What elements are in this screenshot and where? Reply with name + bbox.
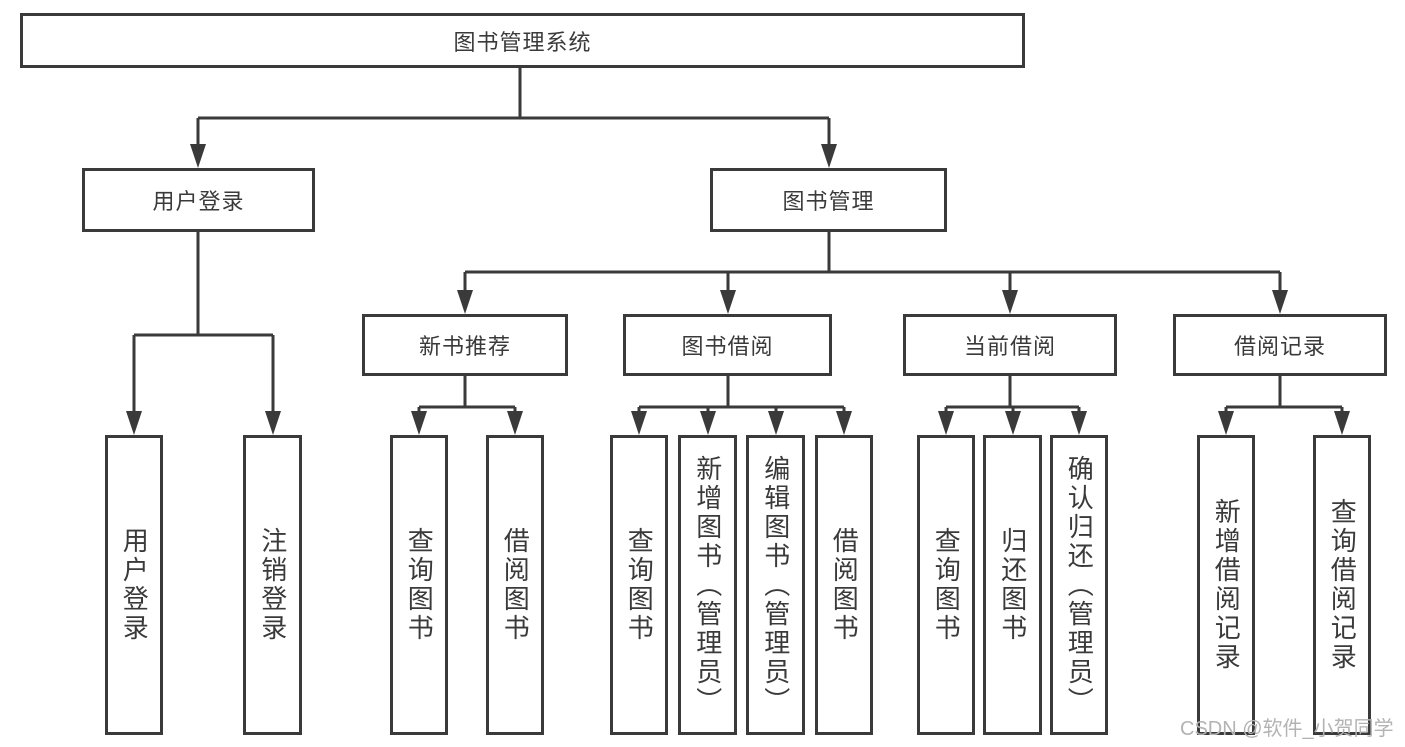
node-user-login-label: 用户登录: [152, 189, 245, 214]
node-library-system: 图书管理系统: [20, 13, 1025, 68]
leaf-user-login-label: 用户登录: [119, 527, 150, 643]
node-book-mgmt-label: 图书管理: [782, 189, 875, 214]
csdn-watermark: CSDN @软件_小贺同学: [1180, 718, 1394, 740]
leaf-query-borrow-record-label: 查询借阅记录: [1327, 498, 1358, 672]
leaf-logout: 注销登录: [243, 435, 302, 735]
node-current-borrow: 当前借阅: [903, 314, 1117, 376]
node-user-login: 用户登录: [82, 168, 315, 232]
leaf-add-books-admin-label: 新增图书（管理员）: [692, 454, 723, 716]
leaf-return-books-label: 归还图书: [997, 527, 1028, 643]
leaf-recommend-query-books: 查询图书: [390, 435, 448, 735]
node-book-mgmt: 图书管理: [710, 168, 947, 232]
leaf-borrow-query-books-label: 查询图书: [624, 527, 655, 643]
leaf-recommend-borrow-books-label: 借阅图书: [500, 527, 531, 643]
node-current-borrow-label: 当前借阅: [963, 334, 1056, 359]
leaf-user-login: 用户登录: [105, 435, 163, 735]
leaf-current-query-books: 查询图书: [917, 435, 975, 735]
leaf-borrow-books-label: 借阅图书: [829, 527, 860, 643]
leaf-borrow-query-books: 查询图书: [610, 435, 668, 735]
leaf-add-books-admin: 新增图书（管理员）: [678, 435, 737, 735]
leaf-borrow-books: 借阅图书: [815, 435, 873, 735]
leaf-add-borrow-record-label: 新增借阅记录: [1211, 498, 1242, 672]
leaf-edit-books-admin: 编辑图书（管理员）: [746, 435, 805, 735]
leaf-current-query-books-label: 查询图书: [931, 527, 962, 643]
leaf-logout-label: 注销登录: [257, 527, 288, 643]
leaf-recommend-query-books-label: 查询图书: [404, 527, 435, 643]
leaf-edit-books-admin-label: 编辑图书（管理员）: [760, 454, 791, 716]
leaf-confirm-return-admin-label: 确认归还（管理员）: [1064, 454, 1095, 716]
node-book-borrow: 图书借阅: [623, 314, 832, 376]
node-book-borrow-label: 图书借阅: [681, 334, 774, 359]
node-new-book-recommend-label: 新书推荐: [418, 334, 511, 359]
node-new-book-recommend: 新书推荐: [362, 314, 568, 376]
node-borrow-records-label: 借阅记录: [1233, 334, 1326, 359]
leaf-query-borrow-record: 查询借阅记录: [1313, 435, 1371, 735]
leaf-return-books: 归还图书: [983, 435, 1042, 735]
node-library-system-label: 图书管理系统: [453, 29, 592, 55]
leaf-add-borrow-record: 新增借阅记录: [1197, 435, 1255, 735]
node-borrow-records: 借阅记录: [1173, 314, 1387, 376]
leaf-confirm-return-admin: 确认归还（管理员）: [1050, 435, 1108, 735]
leaf-recommend-borrow-books: 借阅图书: [486, 435, 544, 735]
